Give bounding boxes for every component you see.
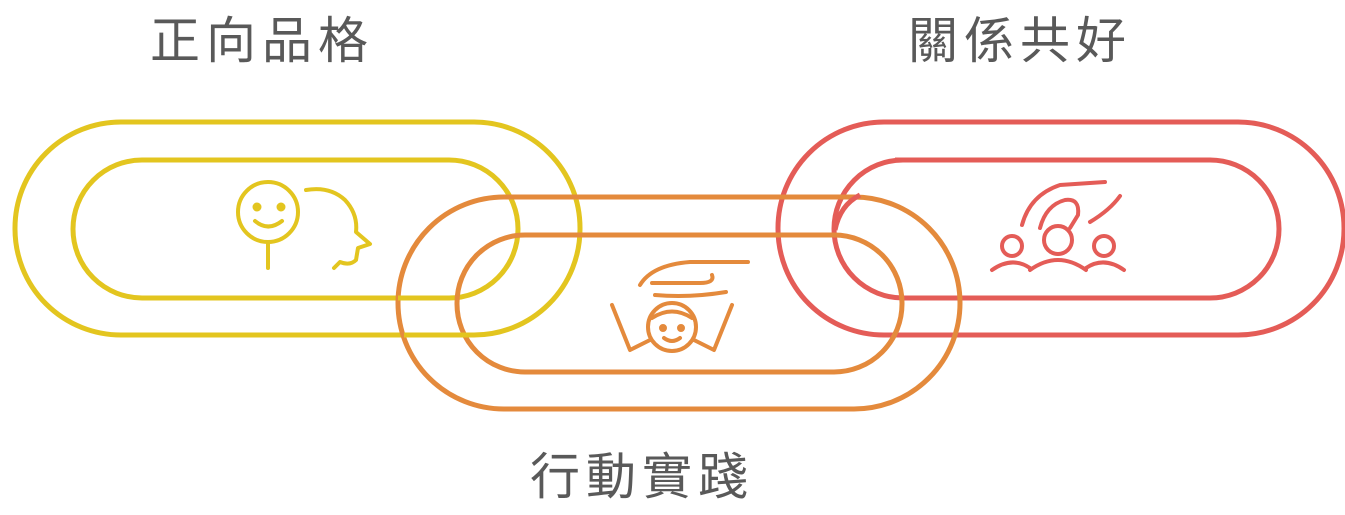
chain-link-positive-character — [12, 119, 583, 338]
chain-link-action-practice — [395, 194, 963, 412]
smiling-head-profile-icon — [236, 180, 372, 270]
chain-link-relationship-harmony — [775, 119, 1345, 338]
hand-over-group-icon — [990, 180, 1126, 272]
red-overlap-segment-inner — [832, 192, 862, 231]
label-positive-character: 正向品格 — [150, 12, 374, 70]
hand-over-child-icon — [610, 260, 750, 353]
label-relationship-harmony: 關係共好 — [908, 12, 1132, 70]
label-action-practice: 行動實踐 — [530, 448, 754, 506]
